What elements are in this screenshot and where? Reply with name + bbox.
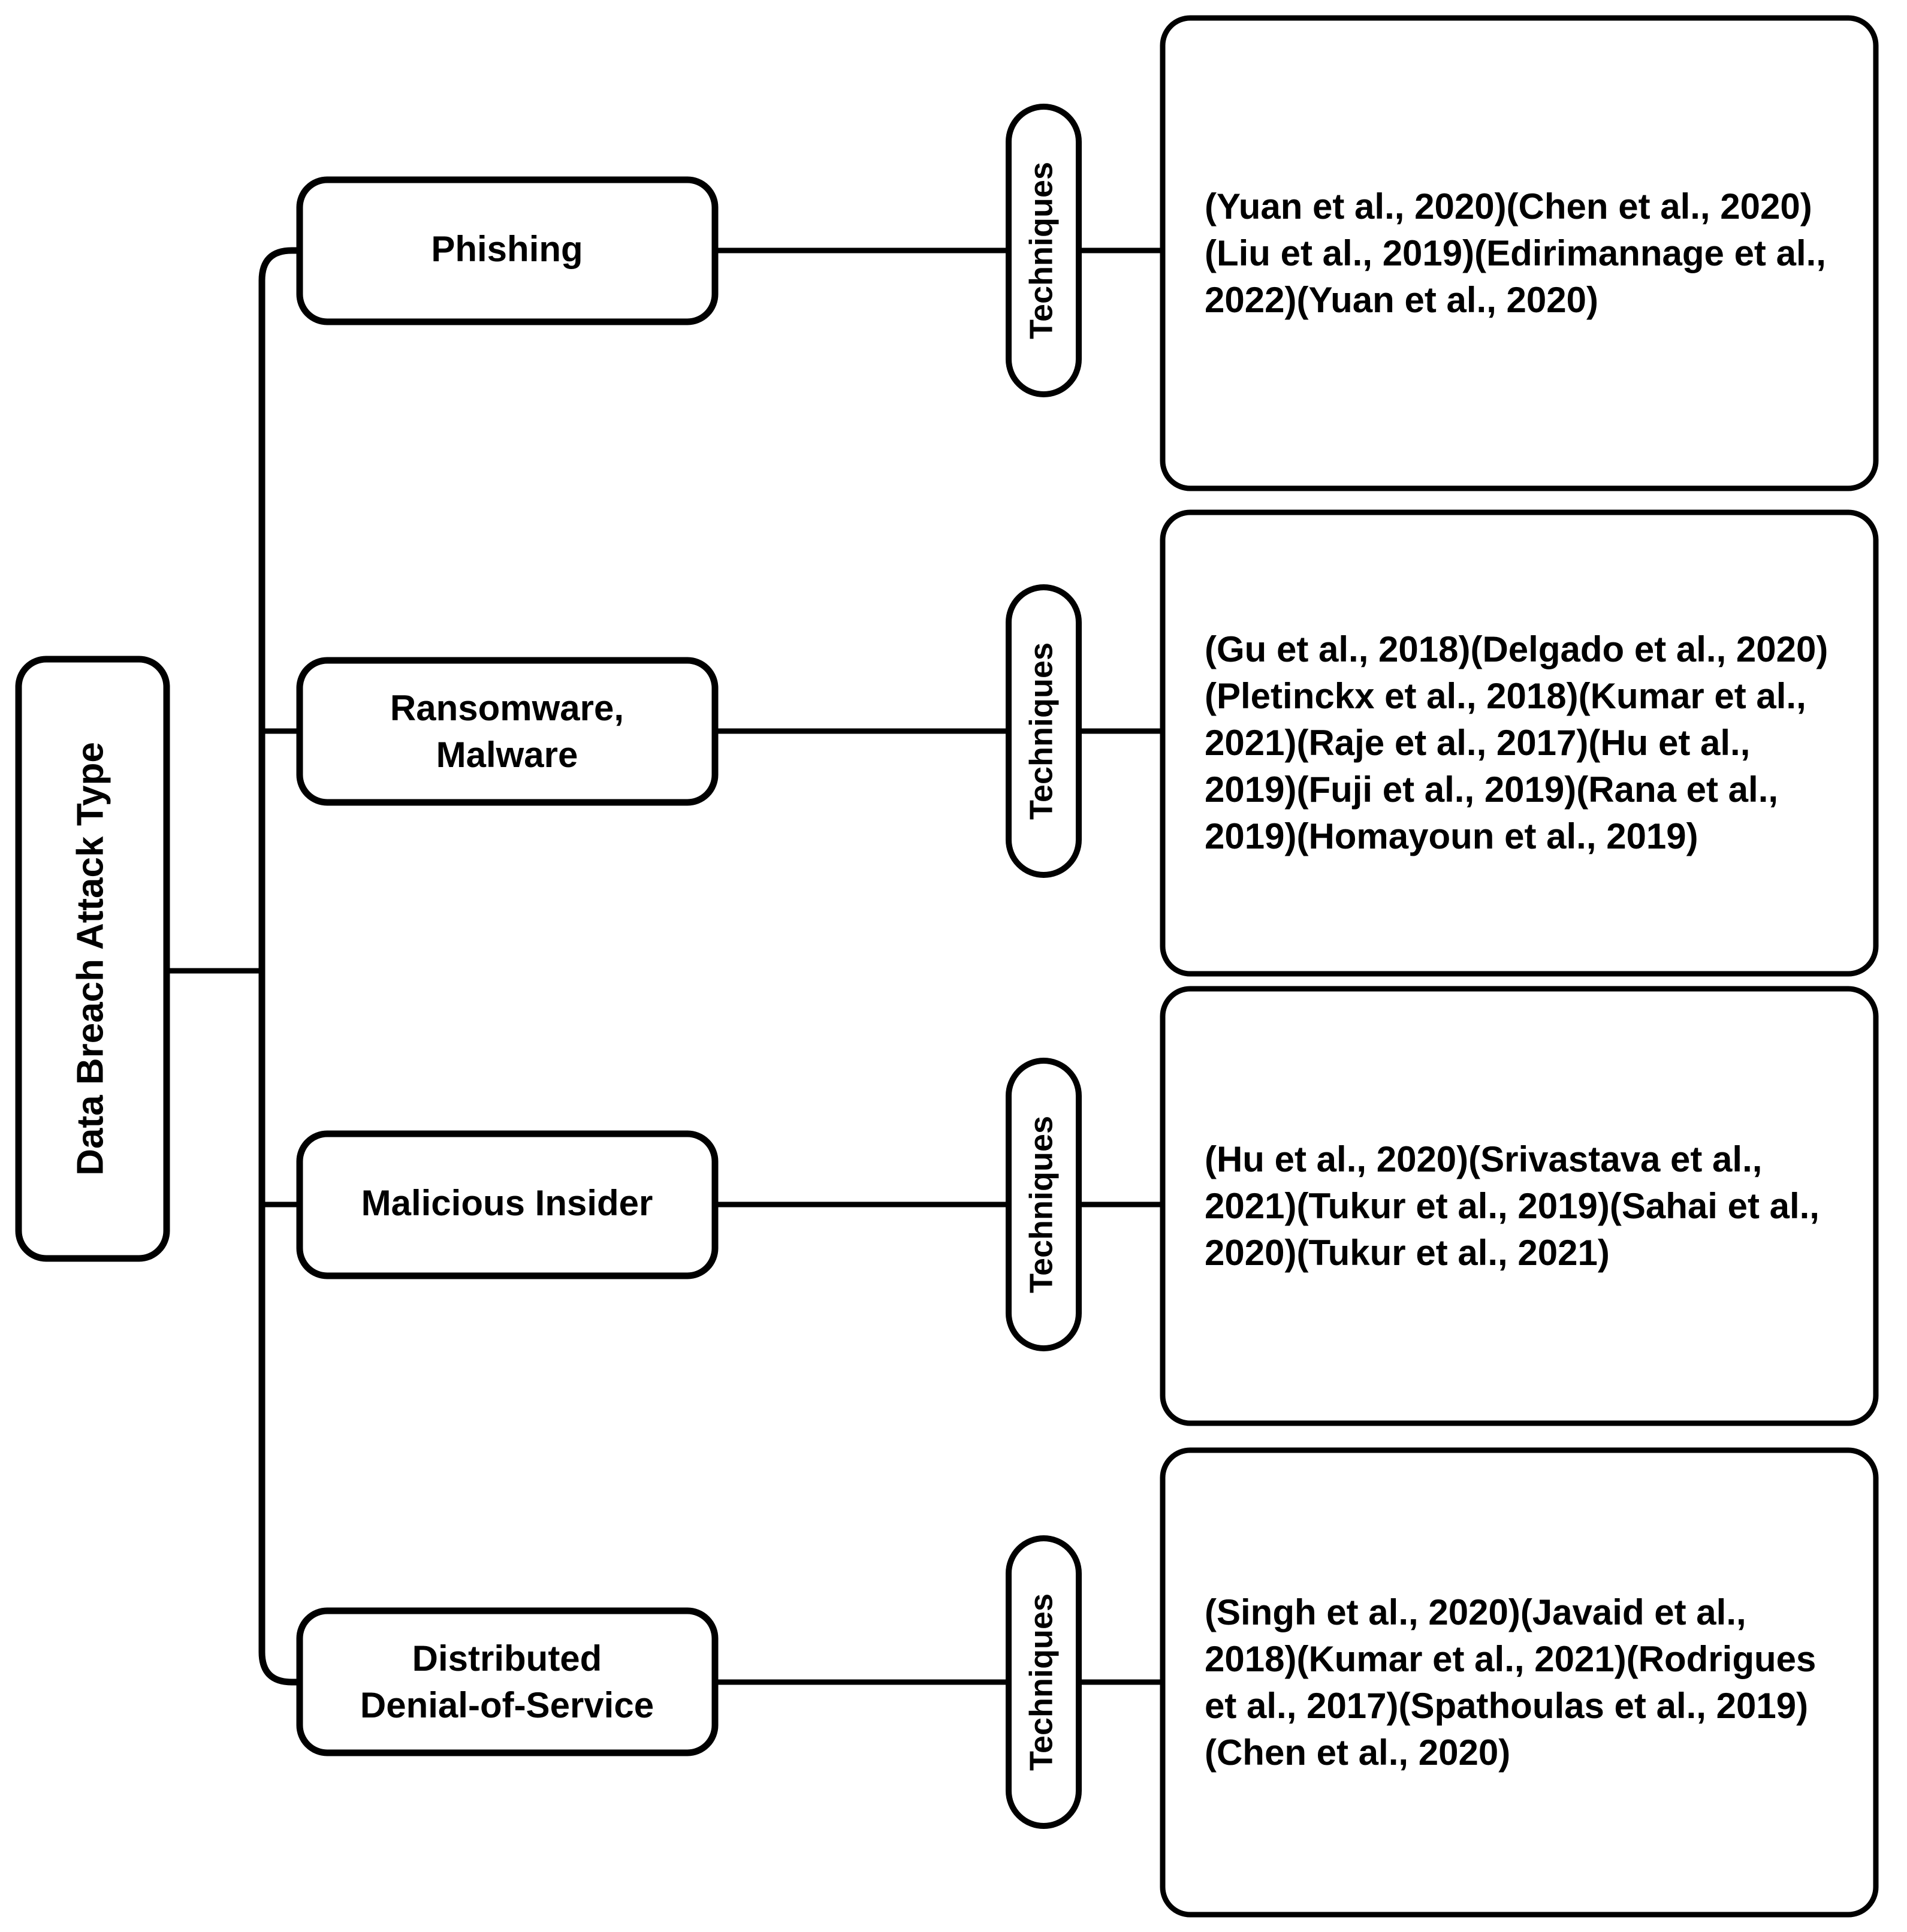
root-node-label: Data Breach Attack Type — [70, 742, 111, 1176]
techniques-label-insider: Techniques — [1023, 1116, 1059, 1293]
citation-box-malicious-insider[interactable] — [1160, 986, 1879, 1426]
attack-label-ransomware-line1: Ransomware, — [390, 688, 624, 728]
attack-label-ransomware-line2: Malware — [436, 735, 578, 775]
citation-box-ransomware-malware[interactable] — [1160, 509, 1879, 977]
citation-box-ddos[interactable] — [1160, 1447, 1879, 1918]
citation-text-phishing: (Yuan et al., 2020)(Chen et al., 2020)(L… — [1181, 18, 1858, 488]
techniques-label-ransomware: Techniques — [1023, 642, 1059, 820]
citation-text-malicious-insider: (Hu et al., 2020)(Srivastava et al., 202… — [1181, 989, 1858, 1423]
connector-spine — [258, 247, 300, 1686]
attack-box-ddos[interactable] — [296, 1607, 719, 1756]
citation-text-ddos-content: (Singh et al., 2020)(Javaid et al., 2018… — [1205, 1592, 1817, 1773]
citation-text-ransomware-malware-content: (Gu et al., 2018)(Delgado et al., 2020)(… — [1205, 629, 1828, 856]
attack-label-ddos-line2: Denial-of-Service — [360, 1685, 654, 1725]
techniques-label-phishing: Techniques — [1023, 162, 1059, 339]
attack-label-malicious-insider: Malicious Insider — [361, 1183, 653, 1223]
citation-box-phishing[interactable] — [1160, 15, 1879, 491]
citation-text-ddos: (Singh et al., 2020)(Javaid et al., 2018… — [1181, 1450, 1858, 1915]
citation-text-malicious-insider-content: (Hu et al., 2020)(Srivastava et al., 202… — [1205, 1139, 1820, 1273]
citation-text-phishing-content: (Yuan et al., 2020)(Chen et al., 2020)(L… — [1205, 186, 1826, 320]
root-node-box[interactable] — [15, 656, 170, 1262]
attack-box-ransomware-malware[interactable] — [296, 657, 719, 806]
techniques-label-ddos: Techniques — [1023, 1593, 1059, 1771]
citation-text-ransomware-malware: (Gu et al., 2018)(Delgado et al., 2020)(… — [1181, 512, 1858, 974]
attack-label-ddos-line1: Distributed — [412, 1638, 602, 1679]
attack-label-phishing: Phishing — [431, 229, 583, 269]
